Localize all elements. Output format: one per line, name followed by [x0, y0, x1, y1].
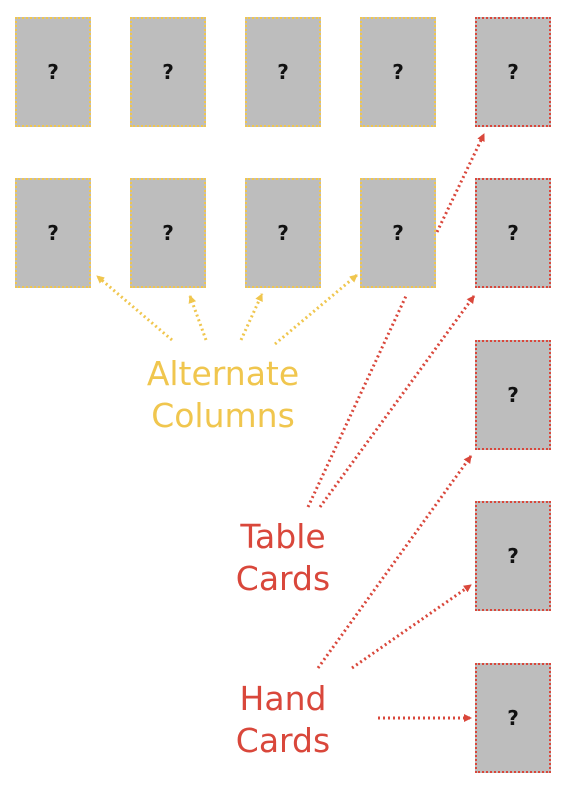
- alternate-column-card: ?: [245, 178, 321, 288]
- alternate-columns-label-line1: Alternate: [146, 354, 300, 393]
- table-cards-label-line2: Cards: [235, 559, 331, 598]
- alternate-columns-label: Alternate Columns: [130, 353, 316, 437]
- table-arrow-connector: [306, 295, 408, 508]
- table-card: ?: [475, 17, 551, 127]
- alternate-column-card: ?: [245, 17, 321, 127]
- alternate-columns-label-line2: Columns: [151, 396, 295, 435]
- alternate-column-card: ?: [130, 178, 206, 288]
- table-cards-label: Table Cards: [218, 516, 348, 600]
- alternate-column-card: ?: [360, 17, 436, 127]
- hand-card: ?: [475, 663, 551, 773]
- alternate-arrow-2: [188, 295, 208, 341]
- alternate-column-card: ?: [15, 17, 91, 127]
- alternate-column-card: ?: [130, 17, 206, 127]
- hand-cards-label-line1: Hand: [239, 679, 327, 718]
- alternate-column-card: ?: [360, 178, 436, 288]
- alternate-arrow-1: [96, 274, 173, 342]
- table-card: ?: [475, 178, 551, 288]
- hand-arrow-1: [316, 455, 473, 669]
- hand-arrow-2: [351, 583, 472, 670]
- hand-cards-label: Hand Cards: [218, 678, 348, 762]
- hand-card: ?: [475, 340, 551, 450]
- hand-cards-label-line2: Cards: [235, 721, 331, 760]
- table-cards-label-line1: Table: [240, 517, 326, 556]
- table-arrow-2: [318, 295, 476, 508]
- hand-card: ?: [475, 501, 551, 611]
- alternate-column-card: ?: [15, 178, 91, 288]
- alternate-arrow-3: [239, 293, 264, 341]
- table-arrow-1: [435, 133, 486, 233]
